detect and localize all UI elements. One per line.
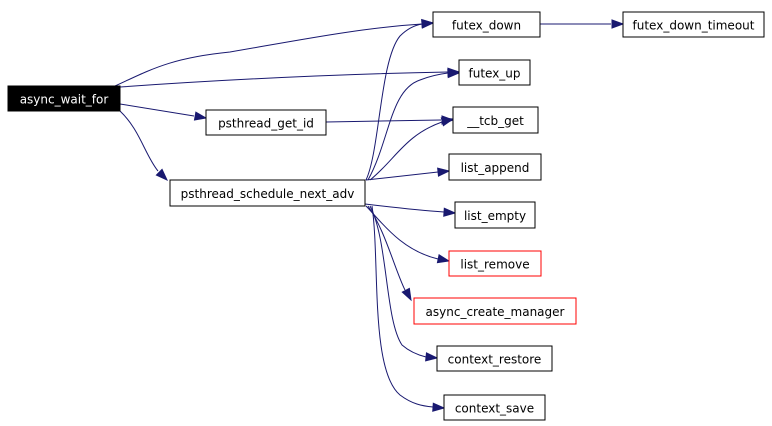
node-label: __tcb_get (466, 114, 524, 128)
node-psthread-schedule-next-adv[interactable]: psthread_schedule_next_adv (169, 179, 366, 207)
node-label: context_restore (448, 353, 542, 367)
edge-line (369, 121, 443, 181)
edge-async-wait-for-to-futex-up (119, 67, 461, 88)
edge-psthread-schedule-next-adv-to-context-restore (369, 205, 439, 362)
edge-psthread-schedule-next-adv-to-futex-up (367, 68, 461, 181)
edge-psthread-schedule-next-adv-to-list-append (365, 167, 451, 181)
arrowhead-icon (611, 19, 625, 29)
arrowhead-icon (447, 68, 461, 79)
edge-line (364, 203, 445, 213)
node-context-save[interactable]: context_save (443, 394, 546, 421)
edge-line (367, 72, 449, 181)
node-list-empty[interactable]: list_empty (454, 201, 536, 229)
node-label: psthread_schedule_next_adv (181, 187, 355, 201)
arrowhead-icon (437, 167, 451, 177)
node-psthread-get-id[interactable]: psthread_get_id (205, 109, 327, 136)
node-box[interactable] (7, 85, 121, 112)
arrowhead-icon (443, 207, 457, 217)
arrowhead-icon (155, 168, 169, 182)
edge-line (119, 103, 195, 117)
edge-psthread-schedule-next-adv-to-list-empty (364, 203, 457, 217)
arrowhead-icon (425, 352, 439, 362)
node-box[interactable] (448, 153, 542, 181)
edge-psthread-schedule-next-adv-to-list-remove (365, 205, 451, 264)
arrowhead-icon (193, 111, 208, 121)
node-futex-down[interactable]: futex_down (432, 11, 541, 38)
arrowhead-icon (401, 287, 412, 302)
node-list-remove[interactable]: list_remove (448, 250, 542, 277)
arrowhead-icon (432, 402, 446, 412)
node-label: async_wait_for (20, 93, 109, 107)
nodes-layer: async_wait_for psthread_get_id psthread_sc… (7, 11, 765, 421)
node-futex-down-timeout[interactable]: futex_down_timeout (622, 11, 765, 38)
edge-line (325, 119, 442, 123)
node-box[interactable] (622, 11, 765, 38)
node-box[interactable] (169, 179, 366, 207)
node-box[interactable] (443, 394, 546, 421)
edge-psthread-schedule-next-adv-to-context-save (371, 205, 446, 412)
node-label: list_empty (464, 209, 526, 223)
node-label: async_create_manager (426, 305, 565, 319)
node-box[interactable] (448, 250, 542, 277)
node-label: context_save (455, 402, 534, 416)
edge-line (371, 205, 434, 408)
node-box[interactable] (413, 297, 577, 325)
edge-async-wait-for-to-psthread-schedule-next-adv (119, 110, 169, 182)
edge-line (365, 171, 439, 181)
node-label: psthread_get_id (218, 117, 314, 131)
arrowhead-icon (440, 117, 455, 127)
edges-layer (114, 18, 625, 412)
node-async-create-manager[interactable]: async_create_manager (413, 297, 577, 325)
node-list-append[interactable]: list_append (448, 153, 542, 181)
edge-line (369, 205, 427, 358)
node-box[interactable] (436, 345, 553, 372)
node-futex-up[interactable]: futex_up (458, 59, 531, 86)
edge-async-wait-for-to-psthread-get-id (119, 103, 208, 121)
edge-psthread-schedule-next-adv-to-futex-down (365, 19, 435, 181)
node-label: list_append (461, 161, 530, 175)
node-context-restore[interactable]: context_restore (436, 345, 553, 372)
node-box[interactable] (458, 59, 531, 86)
edge-line (119, 110, 159, 172)
edge-futex-down-to-futex-down-timeout (540, 19, 625, 29)
node-box[interactable] (454, 201, 536, 229)
node-tcb-get[interactable]: __tcb_get (452, 106, 539, 134)
arrowhead-icon (421, 19, 435, 29)
edge-line (365, 23, 423, 181)
edge-line (114, 23, 423, 87)
node-box[interactable] (452, 106, 539, 134)
edge-line (365, 205, 439, 260)
edge-psthread-schedule-next-adv-to-tcb-get (369, 117, 455, 181)
node-label: futex_down_timeout (633, 19, 755, 33)
node-label: list_remove (460, 258, 529, 272)
arrowhead-icon (436, 253, 451, 264)
node-label: futex_up (468, 67, 520, 81)
node-box[interactable] (432, 11, 541, 38)
node-box[interactable] (205, 109, 327, 136)
edge-line (119, 71, 449, 88)
node-async-wait-for[interactable]: async_wait_for (7, 85, 121, 112)
node-label: futex_down (452, 19, 521, 33)
